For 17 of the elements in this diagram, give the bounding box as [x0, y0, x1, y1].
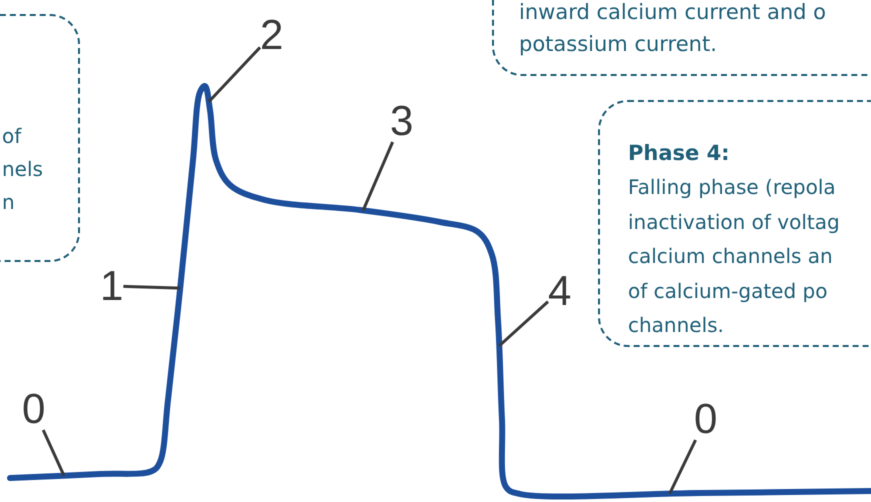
leader-line	[362, 141, 394, 211]
leader-line	[498, 300, 549, 347]
phase-heading: Phase 4:	[628, 140, 731, 167]
phase-number: 0	[694, 398, 718, 440]
leader-line	[42, 429, 66, 476]
phase-description: of nels n	[2, 123, 44, 216]
phase-number: 1	[100, 265, 124, 307]
leader-line	[668, 439, 697, 494]
leader-line	[123, 284, 180, 290]
phase-description: Falling phase (repola inactivation of voltag calcium channels an of calcium-gated po channels.	[628, 174, 841, 339]
phase-number: 2	[260, 14, 284, 56]
leader-line	[208, 46, 262, 103]
phase-number: 4	[548, 270, 572, 312]
phase-number: 0	[22, 388, 46, 430]
dashed-callout-box	[598, 100, 871, 347]
phase-number: 3	[390, 100, 414, 142]
phase-description: inward calcium current and o potassium current.	[519, 0, 827, 58]
